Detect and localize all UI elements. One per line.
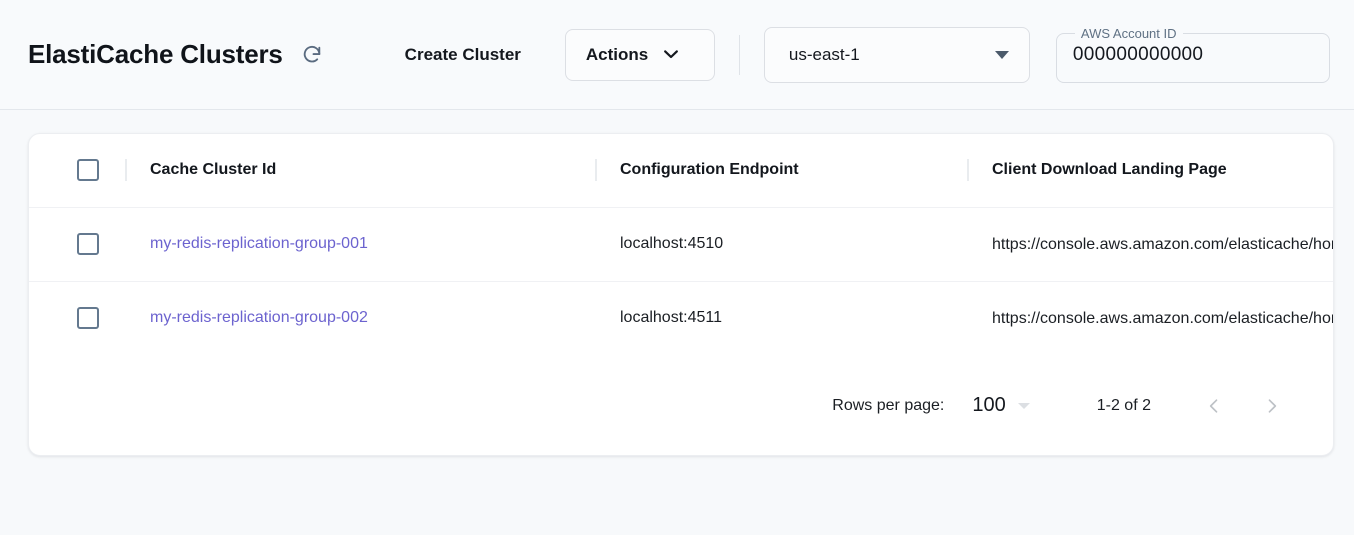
- region-select[interactable]: us-east-1: [763, 26, 1030, 83]
- cell-client-download-landing-page: https://console.aws.amazon.com/elasticac…: [967, 207, 1333, 281]
- pagination-range-label: 1-2 of 2: [1096, 396, 1151, 414]
- row-checkbox[interactable]: [77, 307, 99, 329]
- configuration-endpoint-value: localhost:4510: [620, 235, 724, 252]
- refresh-icon[interactable]: [297, 40, 327, 70]
- content-area: Cache Cluster Id Configuration Endpoint …: [0, 110, 1354, 456]
- previous-page-button[interactable]: [1191, 383, 1237, 429]
- column-header-label: Cache Cluster Id: [150, 161, 277, 179]
- column-divider: [595, 159, 597, 182]
- table-pagination: Rows per page: 100 1-2 of 2: [29, 355, 1333, 456]
- page-title: ElastiCache Clusters: [28, 39, 283, 69]
- rows-per-page-label: Rows per page:: [832, 396, 945, 414]
- column-divider: [125, 159, 127, 182]
- table-header-row: Cache Cluster Id Configuration Endpoint …: [29, 134, 1333, 208]
- row-select-cell: [29, 280, 125, 355]
- cluster-link[interactable]: my-redis-replication-group-002: [150, 309, 368, 326]
- next-page-button[interactable]: [1249, 383, 1295, 429]
- column-header-configuration-endpoint[interactable]: Configuration Endpoint: [595, 134, 967, 208]
- triangle-down-icon: [994, 50, 1009, 59]
- table-body: my-redis-replication-group-001 localhost…: [29, 207, 1333, 355]
- row-checkbox[interactable]: [77, 233, 99, 255]
- cell-configuration-endpoint: localhost:4511: [595, 280, 967, 355]
- actions-button[interactable]: Actions: [564, 28, 715, 81]
- actions-button-label: Actions: [585, 44, 649, 64]
- create-cluster-button[interactable]: Create Cluster: [395, 37, 531, 73]
- clusters-table: Cache Cluster Id Configuration Endpoint …: [29, 134, 1333, 355]
- region-select-value: us-east-1: [788, 44, 860, 64]
- client-download-url: https://console.aws.amazon.com/elasticac…: [992, 235, 1333, 253]
- chevron-right-icon: [1268, 398, 1277, 413]
- column-header-client-download-landing-page[interactable]: Client Download Landing Page: [967, 134, 1333, 208]
- rows-per-page-caret-icon[interactable]: [1017, 402, 1030, 409]
- chevron-down-icon: [664, 50, 679, 59]
- aws-account-id-value: 000000000000: [1072, 43, 1204, 65]
- aws-account-id-field[interactable]: AWS Account ID 000000000000: [1055, 25, 1330, 83]
- title-group: ElastiCache Clusters: [28, 39, 327, 70]
- table-header: Cache Cluster Id Configuration Endpoint …: [29, 134, 1333, 208]
- row-select-cell: [29, 207, 125, 281]
- cell-cache-cluster-id: my-redis-replication-group-002: [125, 280, 595, 355]
- cell-cache-cluster-id: my-redis-replication-group-001: [125, 207, 595, 281]
- table-row: my-redis-replication-group-002 localhost…: [29, 280, 1333, 355]
- clusters-card: Cache Cluster Id Configuration Endpoint …: [28, 133, 1334, 456]
- cell-configuration-endpoint: localhost:4510: [595, 207, 967, 281]
- configuration-endpoint-value: localhost:4511: [620, 309, 722, 326]
- column-header-label: Configuration Endpoint: [620, 161, 799, 179]
- select-all-header: [29, 134, 125, 208]
- select-all-checkbox[interactable]: [77, 159, 99, 182]
- column-divider: [967, 159, 969, 182]
- cluster-link[interactable]: my-redis-replication-group-001: [150, 235, 368, 252]
- column-header-cache-cluster-id[interactable]: Cache Cluster Id: [125, 134, 595, 208]
- rows-per-page-select[interactable]: 100: [972, 394, 1006, 416]
- aws-account-id-label: AWS Account ID: [1080, 25, 1177, 41]
- toolbar-divider: [738, 34, 740, 75]
- column-header-label: Client Download Landing Page: [992, 161, 1227, 179]
- chevron-left-icon: [1209, 398, 1218, 413]
- client-download-url: https://console.aws.amazon.com/elasticac…: [992, 309, 1333, 327]
- table-row: my-redis-replication-group-001 localhost…: [29, 207, 1333, 281]
- app-header: ElastiCache Clusters Create Cluster Acti…: [0, 0, 1354, 110]
- cell-client-download-landing-page: https://console.aws.amazon.com/elasticac…: [967, 280, 1333, 355]
